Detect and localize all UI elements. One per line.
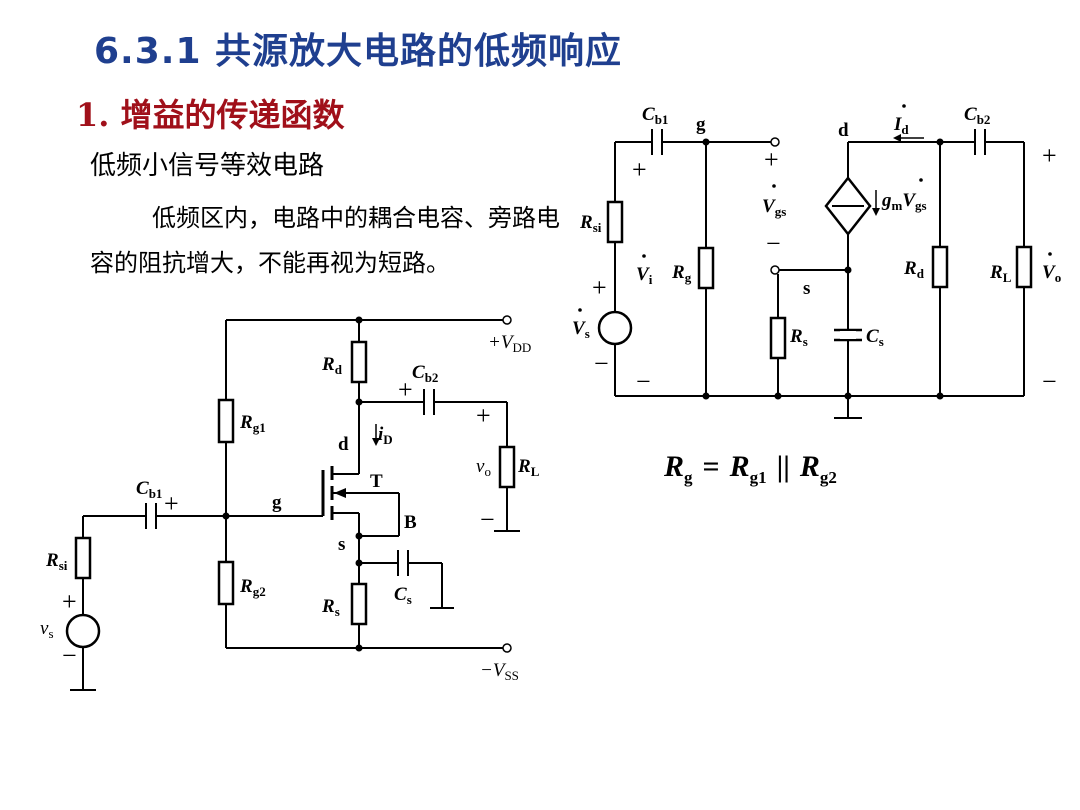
formula-lhs: R [664,450,685,483]
eq-rl-resistor [1015,245,1033,289]
eq-label-rg: Rg [671,262,692,285]
eq-rg-resistor [697,246,715,290]
vdd-terminal [502,315,512,325]
label-cb2: Cb2 [412,362,438,385]
formula-r2-sub: g2 [819,468,837,487]
eq-label-gm-vgs: gmVgs [881,190,927,213]
label-rg1: Rg1 [239,412,266,435]
slide-title: 6.3.1 共源放大电路的低频响应 [94,31,623,72]
eq-label-cb2: Cb2 [964,104,990,127]
vs-minus: − [62,641,77,670]
eq-vgs-minus: − [766,229,781,258]
rl-resistor [498,445,516,489]
eq-vi-plus: + [632,155,647,184]
subheading: 低频小信号等效电路 [90,151,325,181]
eq-node-s: s [803,278,810,299]
eq-label-rd: Rd [903,258,925,281]
formula-r1: R [729,450,750,483]
label-vo: vo [476,456,491,479]
label-cs: Cs [394,584,412,607]
label-rl: RL [517,456,540,479]
vs-plus: + [62,587,77,616]
node-g: g [272,492,282,513]
formula-lhs-sub: g [684,468,693,487]
eq-node-g: g [696,114,706,135]
eq-label-id: Id [893,114,909,137]
vs-source [65,613,101,649]
label-vss: −VSS [480,660,519,683]
node-s: s [338,534,345,555]
eq-label-cs: Cs [866,326,884,349]
eq-label-rsi: Rsi [579,212,602,235]
label-id: iD [378,424,393,447]
label-vdd: +VDD [488,332,531,355]
label-rg2: Rg2 [239,576,266,599]
rg1-resistor [217,398,235,444]
eq-label-cb1: Cb1 [642,104,668,127]
label-rd: Rd [321,354,343,377]
eq-rsi-resistor [606,200,624,244]
formula-r2: R [799,450,820,483]
eq-vs-minus: − [594,349,609,378]
eq-vo-minus: − [1042,367,1057,396]
eq-rs-resistor [769,316,787,360]
node-b: B [404,512,417,533]
cb2-plus: + [398,375,413,404]
rg2-resistor [217,560,235,606]
eq-label-rs: Rs [789,326,808,349]
small-signal-equivalent-circuit: Cb1 g d Id Cb2 + + + Rsi Vgs − gmVgs Vi … [572,104,1061,419]
eq-label-vs: Vs [572,318,590,341]
formula-r1-sub: g1 [749,468,767,487]
body-paragraph: 低频区内，电路中的耦合电容、旁路电容的阻抗增大，不能再视为短路。 [90,196,570,286]
eq-vi-minus: − [636,367,651,396]
eq-vs-source [597,310,633,346]
eq-vgs-plus: + [764,145,779,174]
eq-label-rl: RL [989,262,1012,285]
rl-plus: + [476,401,491,430]
node-d: d [338,434,349,455]
eq-rd-resistor [931,245,949,289]
rs-resistor [350,582,368,626]
rsi-resistor [74,536,92,580]
eq-vs-plus: + [592,273,607,302]
rd-resistor [350,340,368,384]
eq-label-vgs: Vgs [762,196,786,219]
label-rs: Rs [321,596,340,619]
parallel-resistance-formula: Rg = Rg1 || Rg2 [664,450,837,488]
eq-label-vi: Vi [636,264,653,287]
body-paragraph-text: 低频区内，电路中的耦合电容、旁路电容的阻抗增大，不能再视为短路。 [90,204,560,277]
eq-vo-plus: + [1042,141,1057,170]
formula-equals: = [702,450,720,483]
cs-amplifier-schematic: Rd Cb2 + Rg1 Rg2 Cb1 + Rsi + vs − Rs Cs … [40,315,540,691]
section-heading: 1. 增益的传递函数 [76,96,345,134]
rl-minus: − [480,505,495,534]
cb1-plus: + [164,489,179,518]
node-t: T [370,471,383,492]
formula-parallel: || [776,450,790,483]
label-vs: vs [40,618,54,641]
eq-label-vo: Vo [1042,262,1061,285]
vss-terminal [502,643,512,653]
label-cb1: Cb1 [136,478,162,501]
label-rsi: Rsi [45,550,68,573]
eq-node-d: d [838,120,849,141]
